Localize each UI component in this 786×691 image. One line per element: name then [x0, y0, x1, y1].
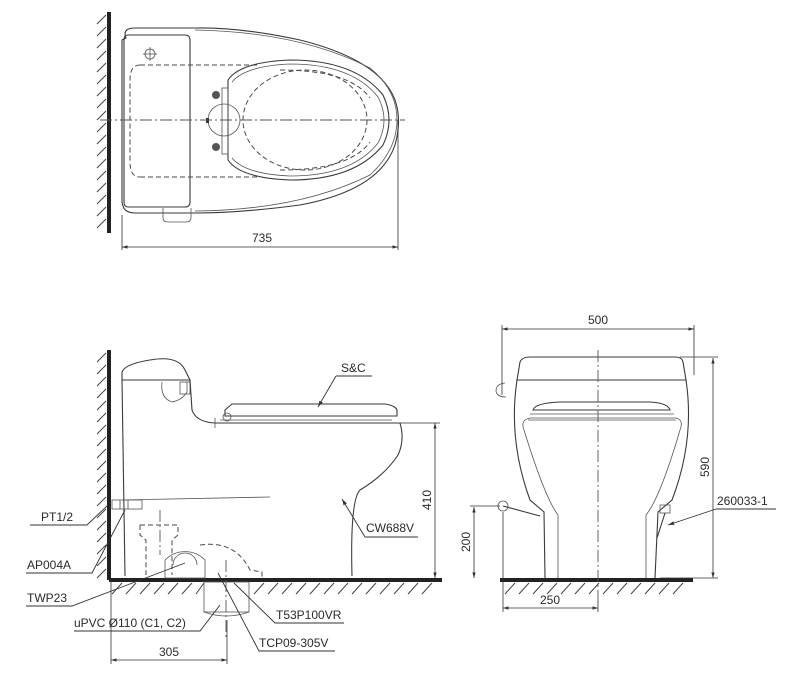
bowl-body-side: [121, 379, 403, 577]
bowl-body-front: [513, 379, 690, 579]
tank-top: [123, 34, 191, 208]
label-angle-valve: AP004A: [27, 558, 71, 572]
seat-top: [227, 59, 390, 181]
dimension-inlet-height-label: 200: [459, 532, 473, 552]
floor-hatch-front: [504, 582, 684, 595]
dimension-width-label: 500: [588, 313, 608, 327]
dimension-height-label: 590: [698, 457, 712, 477]
wall-hatch-side: [96, 352, 107, 579]
dimension-rough-in-label: 305: [159, 645, 179, 659]
inlet-hose-front: [502, 505, 541, 517]
dimension-length-label: 735: [252, 231, 272, 245]
bolt-icon: [212, 143, 220, 151]
front-view: 500 590 200 250 260033-1: [459, 313, 776, 612]
label-wax-ring: TWP23: [27, 591, 67, 605]
label-bowl: CW688V: [366, 521, 414, 535]
label-drain-pipe: uPVC Ø110 (C1, C2): [74, 616, 186, 630]
top-view: 735: [96, 12, 405, 250]
tank-side: [121, 358, 191, 381]
tank-front: [516, 356, 687, 381]
label-seat-cover: S&C: [341, 361, 366, 375]
label-bolt-kit: 260033-1: [717, 494, 768, 508]
label-connector: TCP09-305V: [259, 636, 328, 650]
bolt-icon: [212, 91, 220, 99]
side-view: 410 305 S&C PT1/2 AP004A CW688V TWP23 uP…: [26, 350, 442, 664]
inlet-fitting-side: [111, 499, 143, 510]
floor-hatch-side: [111, 582, 433, 595]
label-water-inlet: PT1/2: [41, 510, 73, 524]
seat-front: [532, 401, 671, 411]
dimension-seat-height-label: 410: [420, 490, 434, 510]
seat-cover-side: [224, 403, 398, 417]
drain-pipe-side: [203, 581, 250, 613]
dimension-inlet-offset-label: 250: [540, 593, 560, 607]
wall-hatch-top: [96, 14, 107, 229]
toilet-outline-top: [121, 27, 400, 214]
label-flange: T53P100VR: [276, 608, 342, 622]
